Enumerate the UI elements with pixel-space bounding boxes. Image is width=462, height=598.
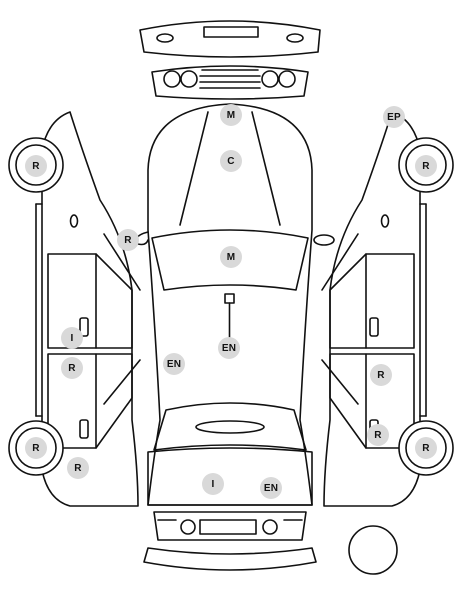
marker-en-left[interactable]: EN: [163, 353, 185, 375]
roof-lines: [179, 111, 281, 226]
marker-r-rf-wheel[interactable]: R: [415, 155, 437, 177]
rear-fascia[interactable]: [153, 511, 307, 541]
front-grille[interactable]: [151, 65, 309, 100]
rear-window[interactable]: [153, 402, 307, 451]
marker-r-mirror[interactable]: R: [117, 229, 139, 251]
marker-r-right-door[interactable]: R: [370, 364, 392, 386]
hood-feature: [224, 293, 235, 339]
left-front-door[interactable]: [47, 253, 133, 349]
spare-tire[interactable]: [348, 525, 398, 575]
marker-r-lf-wheel[interactable]: R: [25, 155, 47, 177]
marker-r-rr-wheel[interactable]: R: [415, 437, 437, 459]
marker-c-roof[interactable]: C: [220, 150, 242, 172]
marker-i-trunk[interactable]: I: [202, 473, 224, 495]
marker-r-left-rear[interactable]: R: [67, 457, 89, 479]
marker-en-hood[interactable]: EN: [218, 337, 240, 359]
right-front-door[interactable]: [329, 253, 415, 349]
windshield[interactable]: [151, 229, 309, 291]
marker-ep-right[interactable]: EP: [383, 106, 405, 128]
right-pillar-lines: [321, 233, 359, 405]
marker-m-hood[interactable]: M: [220, 246, 242, 268]
marker-i-left-door[interactable]: I: [61, 327, 83, 349]
marker-r-lr-wheel[interactable]: R: [25, 437, 47, 459]
marker-en-trunk[interactable]: EN: [260, 477, 282, 499]
trunk-lid[interactable]: [147, 447, 313, 506]
marker-r-right-rear[interactable]: R: [367, 424, 389, 446]
left-pillar-lines: [103, 233, 141, 405]
marker-r-left-door[interactable]: R: [61, 357, 83, 379]
marker-m-roof[interactable]: M: [220, 104, 242, 126]
rear-bumper[interactable]: [143, 547, 317, 571]
front-bumper[interactable]: [139, 20, 321, 58]
